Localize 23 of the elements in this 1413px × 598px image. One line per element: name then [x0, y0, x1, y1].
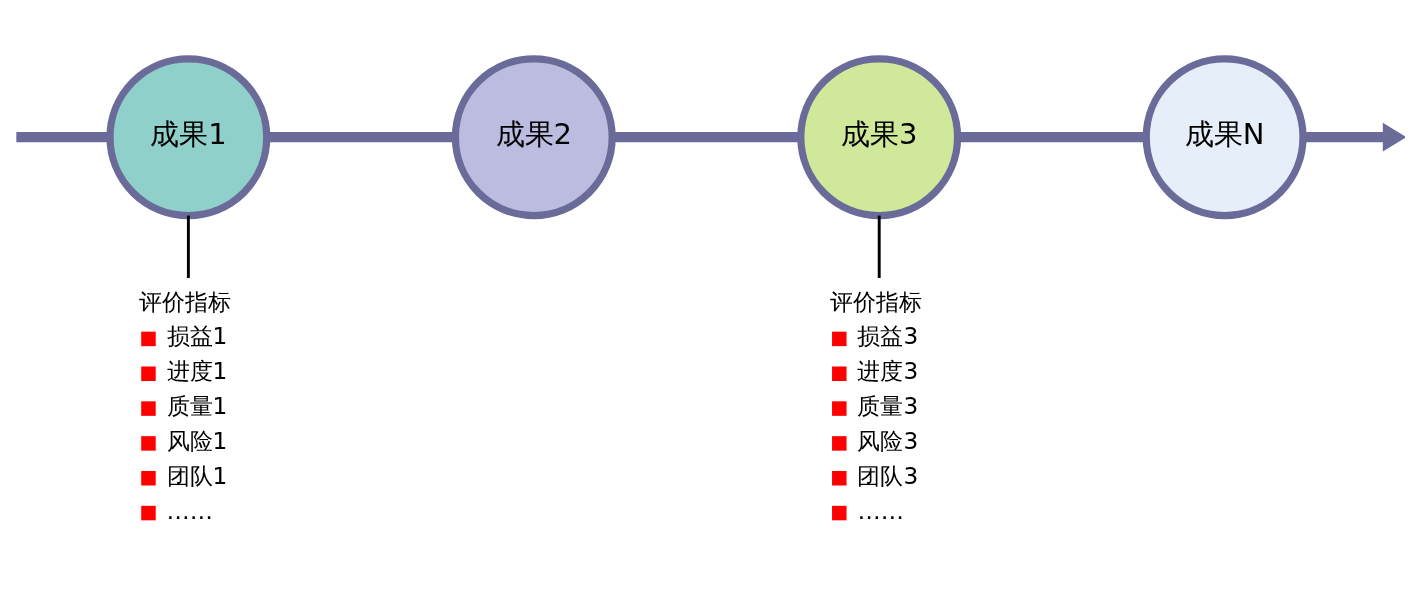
node-label: 进度3 — [857, 357, 919, 385]
node-label: 质量1 — [166, 392, 228, 420]
connector — [16, 132, 110, 143]
connector — [612, 132, 801, 143]
node-label: 评价指标 — [139, 287, 232, 315]
node-circle: 成果3 — [797, 55, 962, 220]
node-circle: 成果2 — [451, 55, 616, 220]
node-circle: 成果1 — [106, 55, 271, 220]
node-label: 评价指标 — [829, 287, 922, 315]
node-label: 团队3 — [857, 461, 919, 489]
node-label: 损益3 — [857, 322, 919, 350]
connector — [877, 215, 881, 278]
node-label: 质量3 — [857, 392, 919, 420]
node-label: 风险1 — [166, 426, 228, 454]
node-label: …… — [857, 496, 904, 524]
connector — [186, 215, 190, 278]
node-label: 损益1 — [166, 322, 228, 350]
arrow — [1303, 122, 1405, 152]
node-label: 进度1 — [166, 357, 228, 385]
node-circle: 成果N — [1142, 55, 1307, 220]
node-label: …… — [166, 496, 214, 524]
node-label: 团队1 — [166, 461, 228, 489]
node-label: 风险3 — [857, 426, 919, 454]
